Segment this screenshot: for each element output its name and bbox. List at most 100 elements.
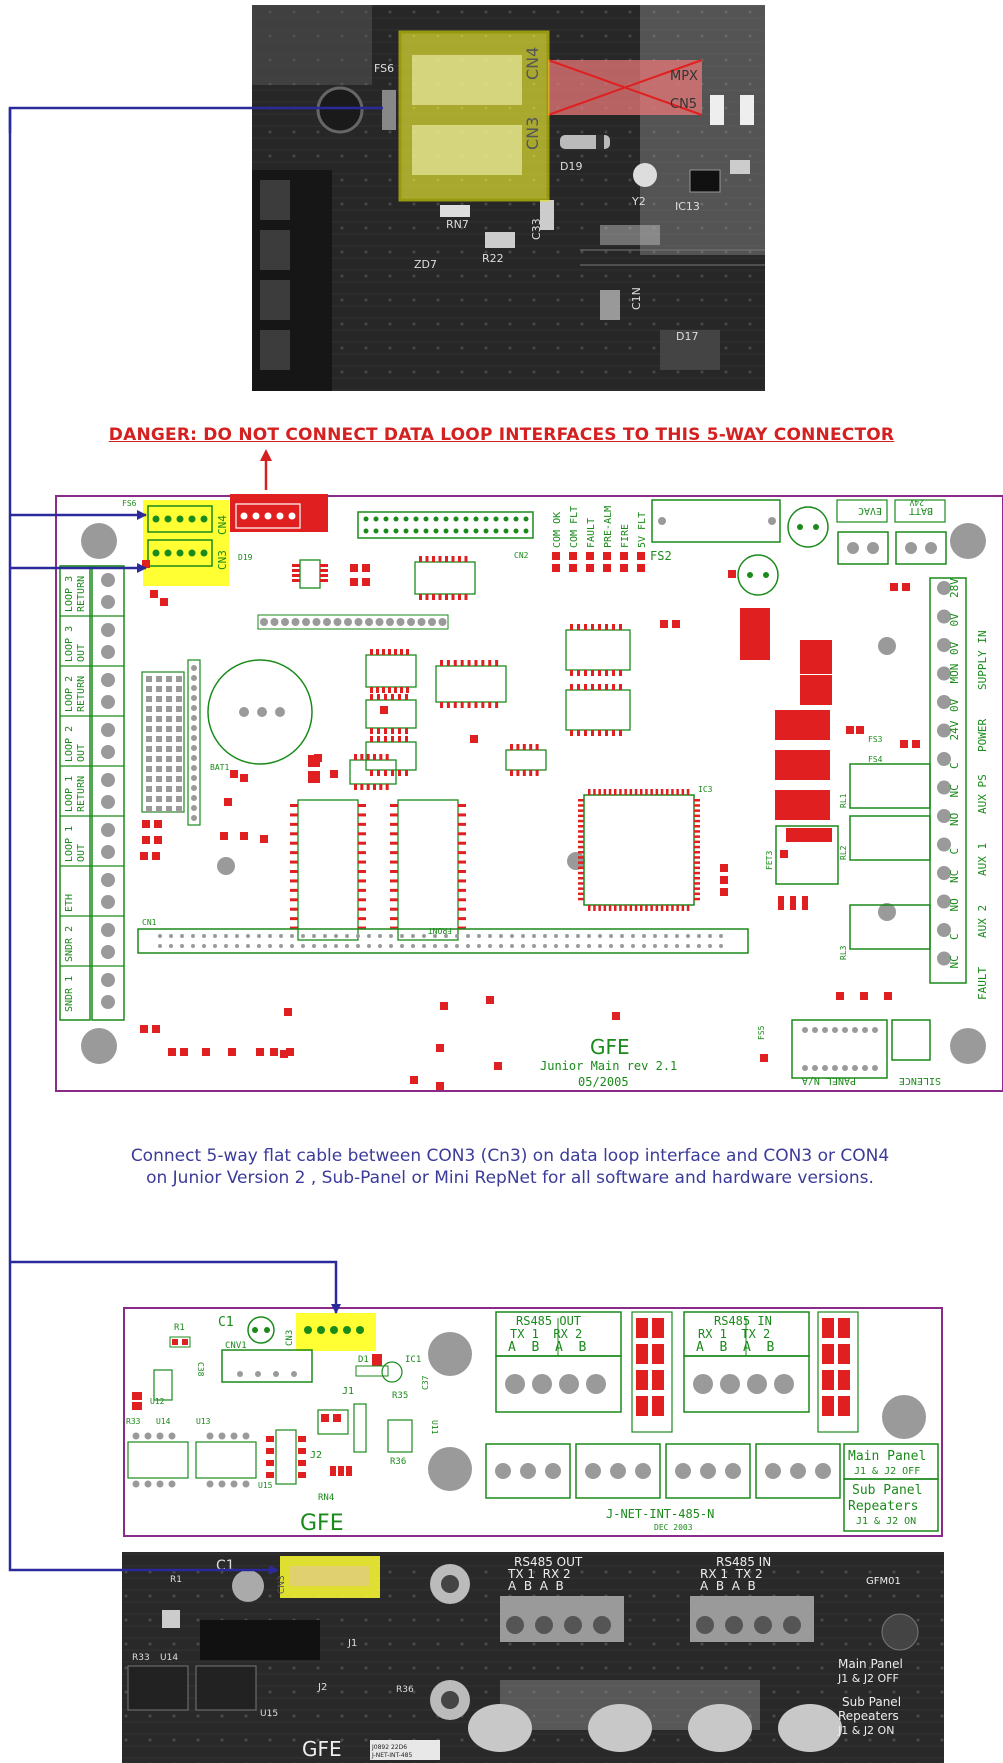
main-cn4-label: CN4: [216, 515, 229, 535]
int-main-panel: Main Panel: [848, 1449, 926, 1464]
photo-fs6-label: FS6: [374, 62, 394, 75]
right-terminal: C: [937, 837, 961, 855]
status-label: COM FLT: [569, 506, 580, 548]
main-ic3-label: IC3: [698, 785, 713, 794]
int-rs485-out: RS485 OUT: [516, 1314, 581, 1328]
left-terminal-sublabel: RETURN: [76, 676, 87, 712]
photo2-in-ab: A B A B: [700, 1579, 756, 1593]
photo2-r1: R1: [170, 1575, 182, 1585]
instruction-line-1: Connect 5-way flat cable between CON3 (C…: [130, 1146, 890, 1166]
int-board-date: DEC 2003: [654, 1523, 693, 1532]
right-terminal: C: [937, 752, 961, 769]
left-terminal-label: LOOP 3: [64, 626, 75, 662]
right-group-label: POWER: [976, 719, 989, 752]
int-d1-label: D1: [358, 1355, 369, 1365]
main-silence-label: SILENCE: [899, 1075, 941, 1086]
right-terminal: 0V: [937, 695, 961, 712]
int-board-title: GFE: [300, 1511, 344, 1536]
main-cn3-label: CN3: [216, 550, 229, 570]
right-terminal: 0V: [937, 609, 961, 627]
int-u12-label: U12: [150, 1397, 165, 1406]
int-out-ab: A B A B: [508, 1340, 586, 1355]
right-terminal-label: 24V: [948, 720, 961, 740]
int-c1-label: C1: [218, 1315, 234, 1330]
status-label: COM OK: [552, 512, 563, 548]
int-sub-jumpers: J1 & J2 ON: [856, 1516, 916, 1527]
photo2-r36: R36: [396, 1685, 414, 1695]
left-terminal-label: LOOP 2: [64, 726, 75, 762]
photo-cn3-label: CN3: [523, 117, 542, 150]
right-terminal-label: 0V: [948, 613, 961, 627]
right-terminal-label: NC: [948, 870, 961, 883]
right-terminal: 0V: [937, 638, 961, 655]
left-terminal-sublabel: OUT: [76, 844, 87, 862]
main-rl2-label: RL2: [839, 845, 848, 860]
int-u13-label: U13: [196, 1417, 211, 1426]
main-d19-label: D19: [238, 553, 253, 562]
int-r1-label: R1: [174, 1323, 185, 1333]
connection-instruction: Connect 5-way flat cable between CON3 (C…: [60, 1145, 960, 1189]
right-group-label: AUX 1: [976, 843, 989, 876]
danger-warning: DANGER: DO NOT CONNECT DATA LOOP INTERFA…: [108, 425, 895, 445]
int-u15-label: U15: [258, 1481, 273, 1490]
photo2-sub-jumpers: J1 & J2 ON: [837, 1724, 894, 1737]
right-terminal-label: NC: [948, 955, 961, 968]
main-cn1-label: CN1: [142, 918, 157, 927]
left-terminal-label: LOOP 3: [64, 576, 75, 612]
right-terminal: NO: [937, 894, 961, 912]
right-terminal-label: NC: [948, 784, 961, 797]
right-terminal-label: NO: [948, 813, 961, 826]
photo2-out-sub: TX 1 RX 2: [507, 1567, 571, 1581]
photo-d17-label: D17: [676, 330, 698, 343]
right-terminal: NC: [937, 951, 961, 969]
int-r35-label: R35: [392, 1391, 408, 1401]
int-r33-label: R33: [126, 1417, 141, 1426]
right-group-label: FAULT: [976, 967, 989, 1000]
left-terminal-label: LOOP 1: [64, 826, 75, 862]
int-ic1-label: IC1: [405, 1355, 421, 1365]
status-label: FAULT: [586, 518, 597, 548]
photo-y2-label: Y2: [631, 195, 646, 208]
left-terminal-label: LOOP 2: [64, 676, 75, 712]
bottom-photo: CN3 C1 R1 R33 U14 U15 J1 J2 R36 RS485 OU…: [122, 1552, 944, 1763]
photo2-rs485-out: RS485 OUT: [514, 1555, 583, 1569]
photo-zd7-label: ZD7: [414, 258, 437, 271]
int-c37-label: C37: [421, 1375, 430, 1390]
right-terminal: NC: [937, 780, 961, 798]
right-terminal-label: 0V: [948, 641, 961, 655]
left-terminal: SNDR 2: [60, 915, 124, 962]
right-group-label: SUPPLY IN: [976, 630, 989, 690]
left-terminal: ETH: [60, 865, 124, 912]
left-terminal-label: SNDR 2: [64, 926, 75, 962]
photo2-part2: J-NET-INT-485: [371, 1752, 412, 1759]
main-batt-v-label: 24V: [909, 498, 924, 507]
int-r36-label: R36: [390, 1457, 406, 1467]
status-label: FIRE: [620, 524, 631, 548]
photo-ic13-label: IC13: [675, 200, 700, 213]
right-terminal-label: C: [948, 933, 961, 940]
right-terminal: NO: [937, 809, 961, 826]
photo2-main-jumpers: J1 & J2 OFF: [837, 1672, 899, 1685]
main-board-subtitle: Junior Main rev 2.1: [540, 1059, 677, 1073]
int-board-name: J-NET-INT-485-N: [606, 1507, 714, 1521]
left-terminal-label: SNDR 1: [64, 976, 75, 1012]
right-terminal-label: 0V: [948, 698, 961, 712]
main-panel-na-label: PANEL N/A: [802, 1075, 856, 1086]
photo2-in-sub: RX 1 TX 2: [700, 1567, 763, 1581]
status-label: PRE-ALM: [603, 506, 614, 548]
photo2-r33: R33: [132, 1653, 150, 1663]
main-fs5-label: FS5: [757, 1025, 766, 1040]
right-terminal: 24V: [937, 720, 961, 741]
int-cnv1-label: CNV1: [225, 1341, 247, 1351]
main-rl3-label: RL3: [839, 945, 848, 960]
photo2-c1: C1: [216, 1558, 235, 1574]
photo2-out-ab: A B A B: [508, 1579, 564, 1593]
photo2-main-panel: Main Panel: [838, 1657, 903, 1671]
left-terminal-label: ETH: [64, 894, 75, 912]
